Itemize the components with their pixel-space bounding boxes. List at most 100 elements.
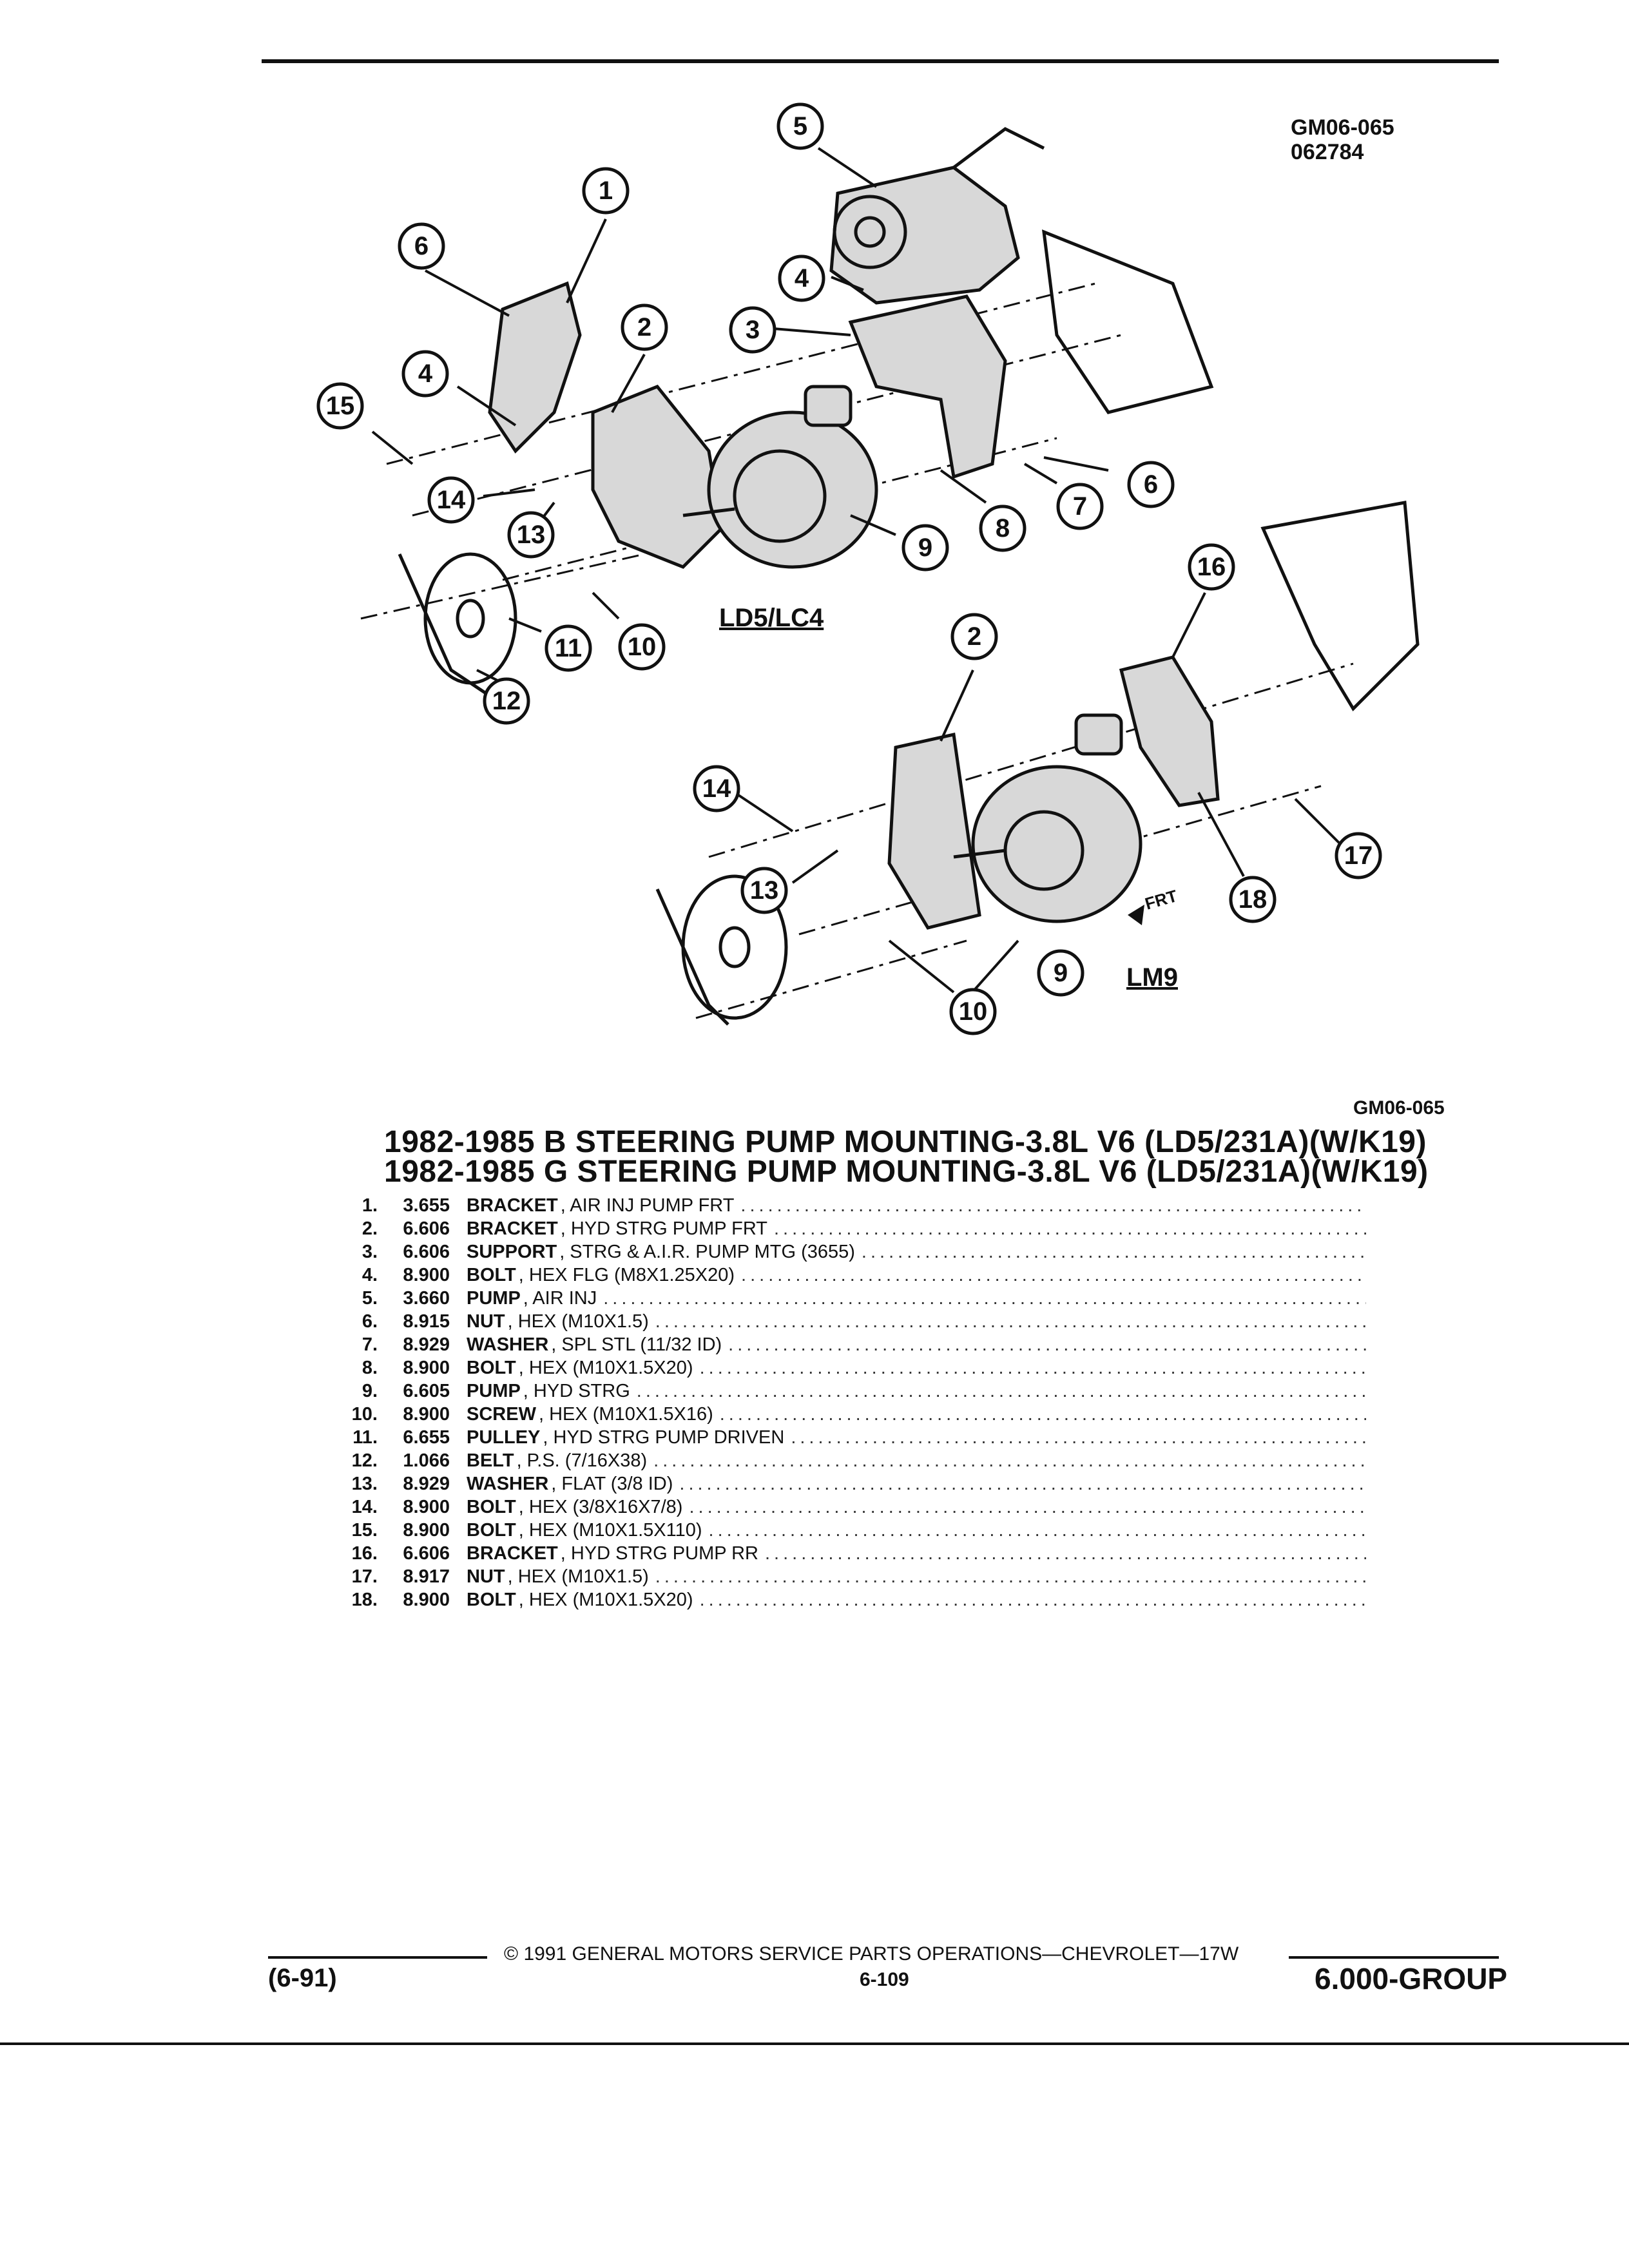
air-pump-bracket-front xyxy=(488,281,582,454)
engine-block-bottom xyxy=(1260,501,1420,712)
callout-label: 6 xyxy=(1144,470,1158,499)
item-number: 13. xyxy=(351,1474,378,1494)
part-noun: BOLT xyxy=(467,1265,516,1285)
group-number: 1.066 xyxy=(403,1450,450,1471)
group-number: 8.900 xyxy=(403,1497,450,1517)
footer-rule-left xyxy=(268,1956,487,1959)
steering-pump-bracket-rear xyxy=(1119,655,1220,807)
view-label-lm9: LM9 xyxy=(1126,963,1178,992)
callout-label: 4 xyxy=(795,264,809,293)
callout-16: 16 xyxy=(1188,543,1235,591)
part-description: , HYD STRG PUMP FRT xyxy=(560,1218,767,1239)
group-number: 8.900 xyxy=(403,1590,450,1610)
diagram-code: GM06-065 xyxy=(1353,1097,1445,1119)
callout-label: 7 xyxy=(1073,492,1087,521)
part-noun: PULLEY xyxy=(467,1427,541,1448)
group-number: 8.900 xyxy=(403,1358,450,1378)
title-b-series: 1982-1985 B STEERING PUMP MOUNTING-3.8L … xyxy=(384,1125,1427,1159)
callout-9: 9 xyxy=(901,524,949,572)
part-description: , SPL STL (11/32 ID) xyxy=(551,1334,722,1355)
leader-dots: ........................................… xyxy=(708,1520,1366,1541)
callout-label: 12 xyxy=(492,687,521,715)
leader-dots: ........................................… xyxy=(791,1427,1366,1448)
callout-label: 14 xyxy=(437,486,466,514)
callout-label: 14 xyxy=(702,774,731,803)
callout-13: 13 xyxy=(740,867,788,914)
part-noun: WASHER xyxy=(467,1334,549,1355)
callout-label: 8 xyxy=(996,514,1010,543)
callout-label: 10 xyxy=(959,997,988,1026)
callout-label: 2 xyxy=(967,622,981,651)
header-code: GM06-065 xyxy=(1291,115,1394,140)
callout-11: 11 xyxy=(545,624,592,672)
group-number: 8.900 xyxy=(403,1404,450,1425)
callout-label: 15 xyxy=(326,392,355,420)
item-number: 17. xyxy=(351,1566,378,1587)
group-number: 6.655 xyxy=(403,1427,450,1448)
leader-dots: ........................................… xyxy=(728,1334,1366,1355)
exploded-parts-diagram: 5 1 6 4 3 2 4 15 14 13 9 8 7 6 11 10 12 … xyxy=(316,102,1420,1035)
front-direction-indicator: FRT xyxy=(1128,886,1179,925)
group-number: 8.900 xyxy=(403,1265,450,1285)
callout-label: 3 xyxy=(746,316,760,344)
part-noun: BOLT xyxy=(467,1520,516,1541)
part-description: , HEX (M10X1.5) xyxy=(507,1311,649,1332)
callout-label: 4 xyxy=(418,360,433,388)
leader-dots: ........................................… xyxy=(699,1358,1366,1378)
pulley-top xyxy=(398,552,517,698)
callout-4: 4 xyxy=(778,255,825,302)
group-label: 6.000-GROUP xyxy=(1315,1962,1508,1995)
callout-5: 5 xyxy=(776,102,824,150)
group-number: 6.605 xyxy=(403,1381,450,1401)
part-description: , AIR INJ xyxy=(523,1288,597,1309)
copyright-line: © 1991 GENERAL MOTORS SERVICE PARTS OPER… xyxy=(504,1943,1239,1965)
leader-dots: ........................................… xyxy=(699,1590,1366,1610)
callout-6: 6 xyxy=(398,222,445,270)
callout-label: 17 xyxy=(1344,841,1373,870)
header-date-code: 062784 xyxy=(1291,140,1364,164)
callout-1: 1 xyxy=(582,167,630,215)
callout-2: 2 xyxy=(950,613,998,660)
part-description: , HEX (M10X1.5X16) xyxy=(538,1404,713,1425)
steering-pump-bracket-front-lm9 xyxy=(887,732,981,930)
steering-pump-lm9 xyxy=(953,713,1142,923)
part-noun: NUT xyxy=(467,1566,505,1587)
part-noun: SCREW xyxy=(467,1404,536,1425)
callout-18: 18 xyxy=(1229,876,1277,923)
callout-17: 17 xyxy=(1335,832,1382,879)
item-number: 18. xyxy=(351,1590,378,1610)
callout-label: 5 xyxy=(793,112,807,140)
steering-pump-top xyxy=(682,385,878,569)
frt-label: FRT xyxy=(1142,886,1179,914)
leader-dots: ........................................… xyxy=(740,1195,1366,1216)
leader-dots: ........................................… xyxy=(765,1543,1366,1564)
item-number: 7. xyxy=(361,1334,378,1355)
part-noun: PUMP xyxy=(467,1288,521,1309)
footer-rule-right xyxy=(1289,1956,1499,1959)
part-description: , P.S. (7/16X38) xyxy=(516,1450,648,1471)
group-number: 6.606 xyxy=(403,1543,450,1564)
item-number: 15. xyxy=(351,1520,378,1541)
pulley-bottom xyxy=(655,874,788,1026)
callout-label: 6 xyxy=(414,232,429,260)
group-number: 8.917 xyxy=(403,1566,450,1587)
leader-dots: ........................................… xyxy=(655,1566,1366,1587)
callout-label: 13 xyxy=(517,521,546,549)
callout-10: 10 xyxy=(949,988,997,1035)
item-number: 11. xyxy=(352,1427,378,1448)
callout-6: 6 xyxy=(1127,461,1175,508)
callout-label: 10 xyxy=(628,633,657,661)
